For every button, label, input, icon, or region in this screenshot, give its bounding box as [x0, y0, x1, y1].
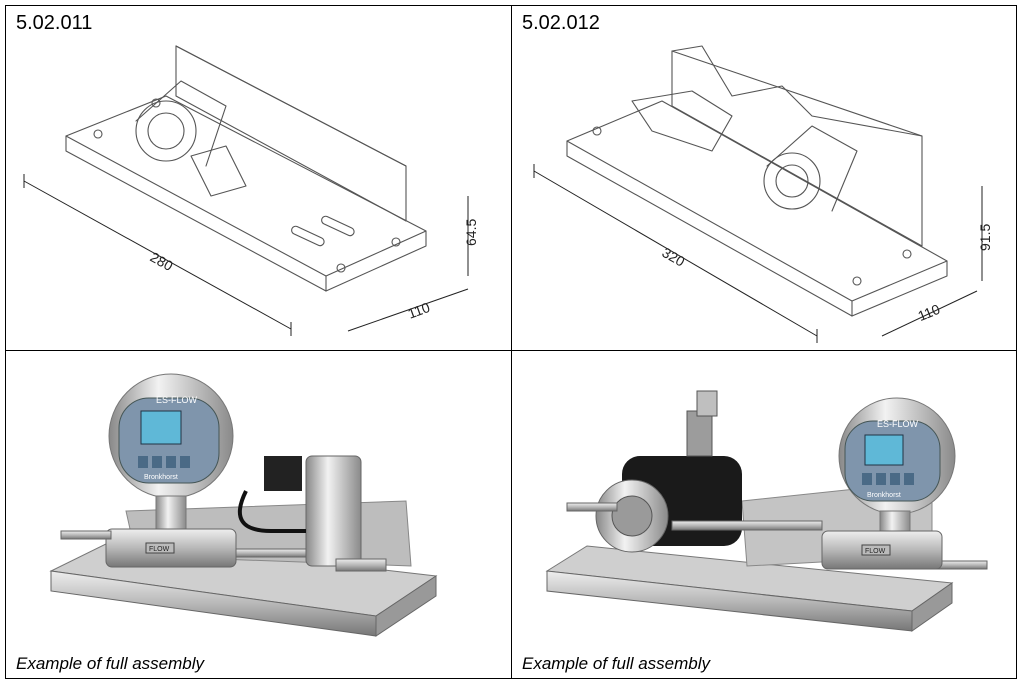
product-code: 5.02.012 — [522, 12, 600, 34]
table-horizontal-divider — [5, 350, 1017, 351]
flow-label: FLOW — [149, 546, 170, 553]
dim-height: 91.5 — [977, 224, 993, 251]
assembly-photo-cell-1: ES-FLOW Bronkhorst FLOW Example of full … — [6, 351, 511, 678]
gauge-logo: Bronkhorst — [867, 492, 901, 499]
dim-length: 280 — [148, 249, 176, 274]
gauge-brand: ES-FLOW — [877, 419, 919, 429]
caption: Example of full assembly — [522, 654, 711, 673]
gauge-brand: ES-FLOW — [156, 395, 198, 405]
drawing-cell-5-02-012: 5.02.012 320 110 91.5 — [512, 6, 1016, 350]
drawing-cell-5-02-011: 5.02.011 280 110 64.5 — [6, 6, 511, 350]
assembly-photo-cell-2: ES-FLOW Bronkhorst FLOW Example of full … — [512, 351, 1016, 678]
flow-label: FLOW — [865, 548, 886, 555]
dim-height: 64.5 — [463, 219, 479, 246]
caption: Example of full assembly — [16, 654, 205, 673]
assembly-render: ES-FLOW Bronkhorst FLOW — [49, 373, 438, 637]
bracket-line-drawing: 320 110 91.5 — [533, 45, 993, 343]
dim-length: 320 — [659, 244, 687, 270]
dim-width: 110 — [406, 299, 433, 322]
product-code: 5.02.011 — [16, 12, 93, 34]
gauge-logo: Bronkhorst — [144, 474, 178, 481]
bracket-line-drawing: 280 110 64.5 — [23, 45, 479, 336]
dim-width: 110 — [915, 301, 942, 324]
table-vertical-divider — [511, 5, 512, 679]
assembly-render: ES-FLOW Bronkhorst FLOW — [545, 390, 988, 632]
